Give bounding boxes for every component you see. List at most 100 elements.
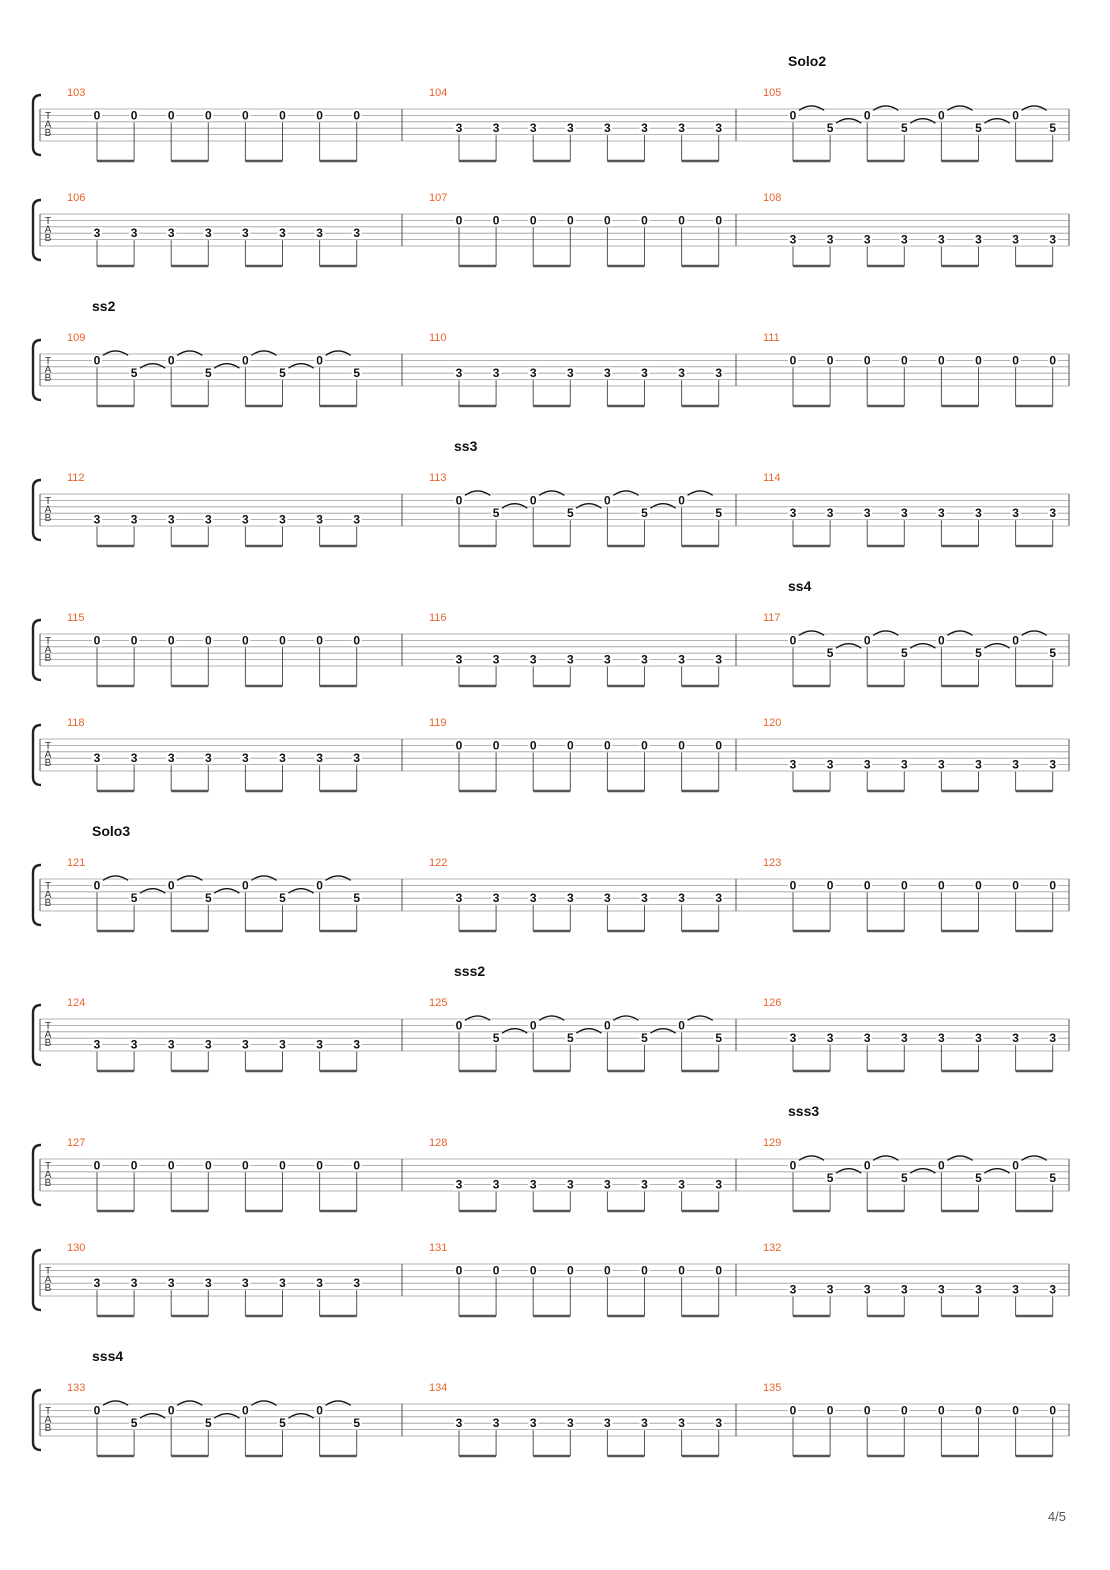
fret-backing (639, 214, 650, 227)
fret-backing (1010, 1159, 1021, 1172)
fret-backing (92, 1038, 102, 1051)
fret-number: 0 (456, 213, 463, 227)
fret-backing (899, 1283, 910, 1296)
section-label: ss4 (788, 578, 812, 594)
tab-clef-letter: B (45, 1178, 52, 1189)
fret-number: 3 (131, 1038, 138, 1052)
fret-backing (713, 1417, 724, 1430)
slur (139, 1413, 166, 1419)
fret-number: 3 (493, 1416, 500, 1430)
slur (288, 1413, 314, 1419)
fret-backing (491, 214, 502, 227)
fret-backing (203, 1417, 214, 1430)
fret-number: 0 (168, 1403, 175, 1417)
fret-backing (491, 739, 502, 752)
fret-backing (565, 653, 576, 666)
fret-backing (899, 354, 910, 367)
measure-number: 106 (67, 192, 85, 204)
fret-number: 3 (938, 233, 945, 247)
fret-backing (166, 227, 177, 240)
fret-number: 0 (316, 108, 323, 122)
fret-backing (491, 1264, 502, 1277)
fret-number: 0 (864, 1158, 871, 1172)
fret-backing (825, 507, 836, 520)
fret-number: 3 (790, 1283, 797, 1297)
slur (251, 875, 277, 881)
fret-number: 0 (316, 1158, 323, 1172)
fret-backing (1047, 507, 1058, 520)
slur (213, 1413, 240, 1419)
measure-number: 117 (763, 612, 781, 624)
fret-backing (491, 122, 502, 135)
slur (501, 503, 528, 509)
fret-backing (314, 634, 325, 647)
tab-clef-letter: T (45, 1406, 51, 1417)
fret-backing (314, 1277, 325, 1290)
tab-clef-letter: B (45, 898, 52, 909)
fret-backing (973, 507, 984, 520)
fret-backing (565, 892, 576, 905)
fret-backing (639, 507, 650, 520)
tab-clef-letter: B (45, 373, 52, 384)
fret-backing (676, 494, 687, 507)
fret-backing (454, 1264, 464, 1277)
fret-number: 0 (678, 493, 685, 507)
fret-backing (528, 739, 539, 752)
system-bracket (31, 478, 42, 542)
fret-number: 0 (641, 738, 648, 752)
fret-backing (92, 1277, 102, 1290)
fret-number: 3 (678, 366, 685, 380)
fret-backing (454, 214, 464, 227)
fret-number: 5 (279, 366, 286, 380)
fret-number: 0 (604, 738, 611, 752)
slur (835, 1168, 862, 1174)
fret-number: 0 (790, 1403, 797, 1417)
slur (835, 118, 862, 124)
tab-clef-letter: T (45, 741, 51, 752)
fret-backing (491, 1178, 502, 1191)
system-bracket (31, 1003, 42, 1067)
fret-backing (639, 122, 650, 135)
slur (102, 1400, 129, 1406)
fret-backing (129, 1038, 140, 1051)
fret-number: 0 (353, 633, 360, 647)
fret-backing (129, 1159, 140, 1172)
fret-number: 0 (678, 213, 685, 227)
fret-number: 3 (94, 226, 101, 240)
fret-backing (788, 507, 798, 520)
fret-number: 3 (131, 513, 138, 527)
measure-number: 130 (67, 1242, 85, 1254)
fret-number: 3 (604, 891, 611, 905)
fret-number: 5 (131, 366, 138, 380)
fret-backing (936, 354, 947, 367)
slur (501, 1028, 528, 1034)
fret-number: 0 (1049, 353, 1056, 367)
fret-number: 3 (316, 226, 323, 240)
fret-backing (788, 1032, 798, 1045)
fret-backing (351, 109, 362, 122)
fret-backing (166, 354, 177, 367)
fret-number: 3 (790, 233, 797, 247)
fret-backing (277, 1159, 288, 1172)
fret-number: 5 (1049, 1171, 1056, 1185)
slur (947, 105, 973, 111)
fret-number: 0 (790, 878, 797, 892)
fret-backing (203, 634, 214, 647)
fret-number: 0 (205, 633, 212, 647)
measure-number: 104 (429, 87, 447, 99)
fret-number: 3 (493, 366, 500, 380)
fret-backing (454, 739, 464, 752)
tab-clef-letter: A (45, 120, 52, 131)
fret-backing (676, 122, 687, 135)
fret-backing (240, 354, 251, 367)
fret-number: 0 (975, 878, 982, 892)
fret-number: 0 (242, 1403, 249, 1417)
measure-number: 120 (763, 717, 781, 729)
fret-number: 3 (975, 233, 982, 247)
fret-backing (936, 758, 947, 771)
fret-number: 0 (168, 353, 175, 367)
fret-backing (788, 1404, 798, 1417)
fret-number: 5 (493, 1031, 500, 1045)
fret-number: 0 (205, 1158, 212, 1172)
fret-backing (565, 367, 576, 380)
